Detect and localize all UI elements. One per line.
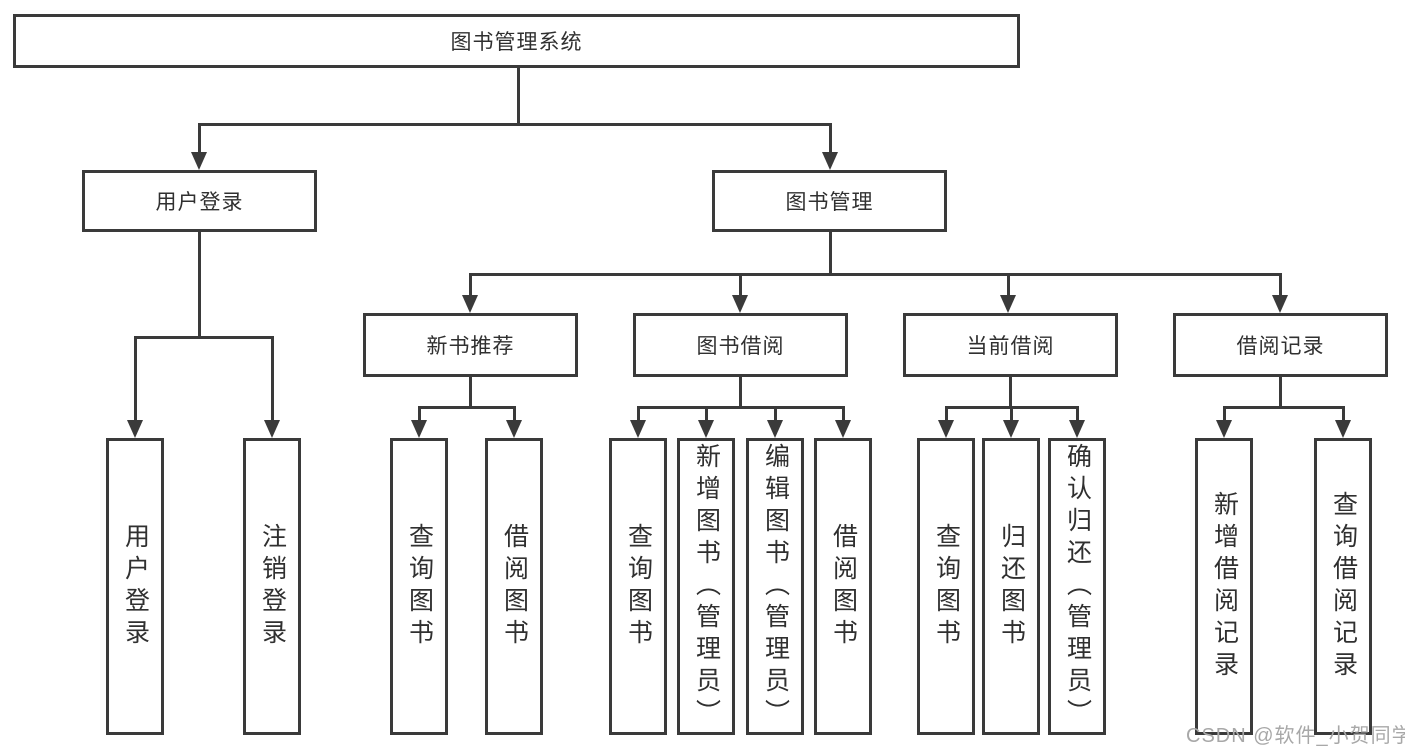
connector-arrow [1069, 420, 1085, 438]
leaf-query-books-recommend: 查询图书 [390, 438, 448, 735]
leaf-confirm-return-admin: 确认归还（管理员） [1048, 438, 1106, 735]
node-borrow-records: 借阅记录 [1173, 313, 1388, 377]
connector-line [198, 232, 201, 336]
connector-line [469, 273, 472, 297]
leaf-user-login: 用户登录 [106, 438, 164, 735]
node-book-borrow: 图书借阅 [633, 313, 848, 377]
connector-arrow [1335, 420, 1351, 438]
connector-line [418, 406, 421, 423]
connector-line [637, 406, 844, 409]
connector-arrow [1000, 295, 1016, 313]
connector-line [842, 406, 845, 423]
leaf-logout: 注销登录 [243, 438, 301, 735]
leaf-edit-book-admin: 编辑图书（管理员） [746, 438, 804, 735]
connector-line [829, 123, 832, 154]
connector-line [1009, 377, 1012, 406]
connector-line [739, 273, 742, 297]
connector-arrow [264, 420, 280, 438]
leaf-query-books-current: 查询图书 [917, 438, 975, 735]
connector-line [1010, 406, 1013, 423]
leaf-borrow-books-borrow: 借阅图书 [814, 438, 872, 735]
connector-line [198, 123, 201, 154]
leaf-add-book-admin: 新增图书（管理员） [677, 438, 735, 735]
leaf-borrow-books-recommend: 借阅图书 [485, 438, 543, 735]
connector-line [517, 68, 520, 123]
connector-arrow [1003, 420, 1019, 438]
node-new-book-recommend: 新书推荐 [363, 313, 578, 377]
connector-line [1223, 406, 1226, 423]
connector-line [513, 406, 516, 423]
connector-arrow [698, 420, 714, 438]
leaf-return-book: 归还图书 [982, 438, 1040, 735]
connector-arrow [411, 420, 427, 438]
connector-arrow [630, 420, 646, 438]
connector-arrow [767, 420, 783, 438]
connector-line [418, 406, 515, 409]
connector-line [1342, 406, 1345, 423]
connector-line [774, 406, 777, 423]
connector-arrow [506, 420, 522, 438]
connector-line [1007, 273, 1010, 297]
node-current-borrow: 当前借阅 [903, 313, 1118, 377]
connector-line [829, 232, 832, 273]
connector-arrow [127, 420, 143, 438]
node-book-management: 图书管理 [712, 170, 947, 232]
connector-line [1279, 273, 1282, 297]
connector-line [739, 377, 742, 406]
connector-line [198, 123, 831, 126]
node-user-login: 用户登录 [82, 170, 317, 232]
connector-line [705, 406, 708, 423]
connector-arrow [835, 420, 851, 438]
csdn-watermark: CSDN @软件_小贺同学 [1186, 725, 1405, 747]
connector-line [469, 377, 472, 406]
connector-arrow [732, 295, 748, 313]
connector-line [1223, 406, 1344, 409]
connector-arrow [191, 152, 207, 170]
connector-arrow [462, 295, 478, 313]
node-library-system: 图书管理系统 [13, 14, 1020, 68]
connector-line [271, 336, 274, 420]
leaf-query-borrow-record: 查询借阅记录 [1314, 438, 1372, 735]
connector-line [134, 336, 273, 339]
connector-arrow [938, 420, 954, 438]
connector-arrow [1272, 295, 1288, 313]
connector-line [134, 336, 137, 420]
connector-line [469, 273, 1281, 276]
connector-line [945, 406, 948, 423]
connector-arrow [822, 152, 838, 170]
leaf-query-books-borrow: 查询图书 [609, 438, 667, 735]
leaf-add-borrow-record: 新增借阅记录 [1195, 438, 1253, 735]
connector-arrow [1216, 420, 1232, 438]
connector-line [1076, 406, 1079, 423]
connector-line [637, 406, 640, 423]
connector-line [1279, 377, 1282, 406]
